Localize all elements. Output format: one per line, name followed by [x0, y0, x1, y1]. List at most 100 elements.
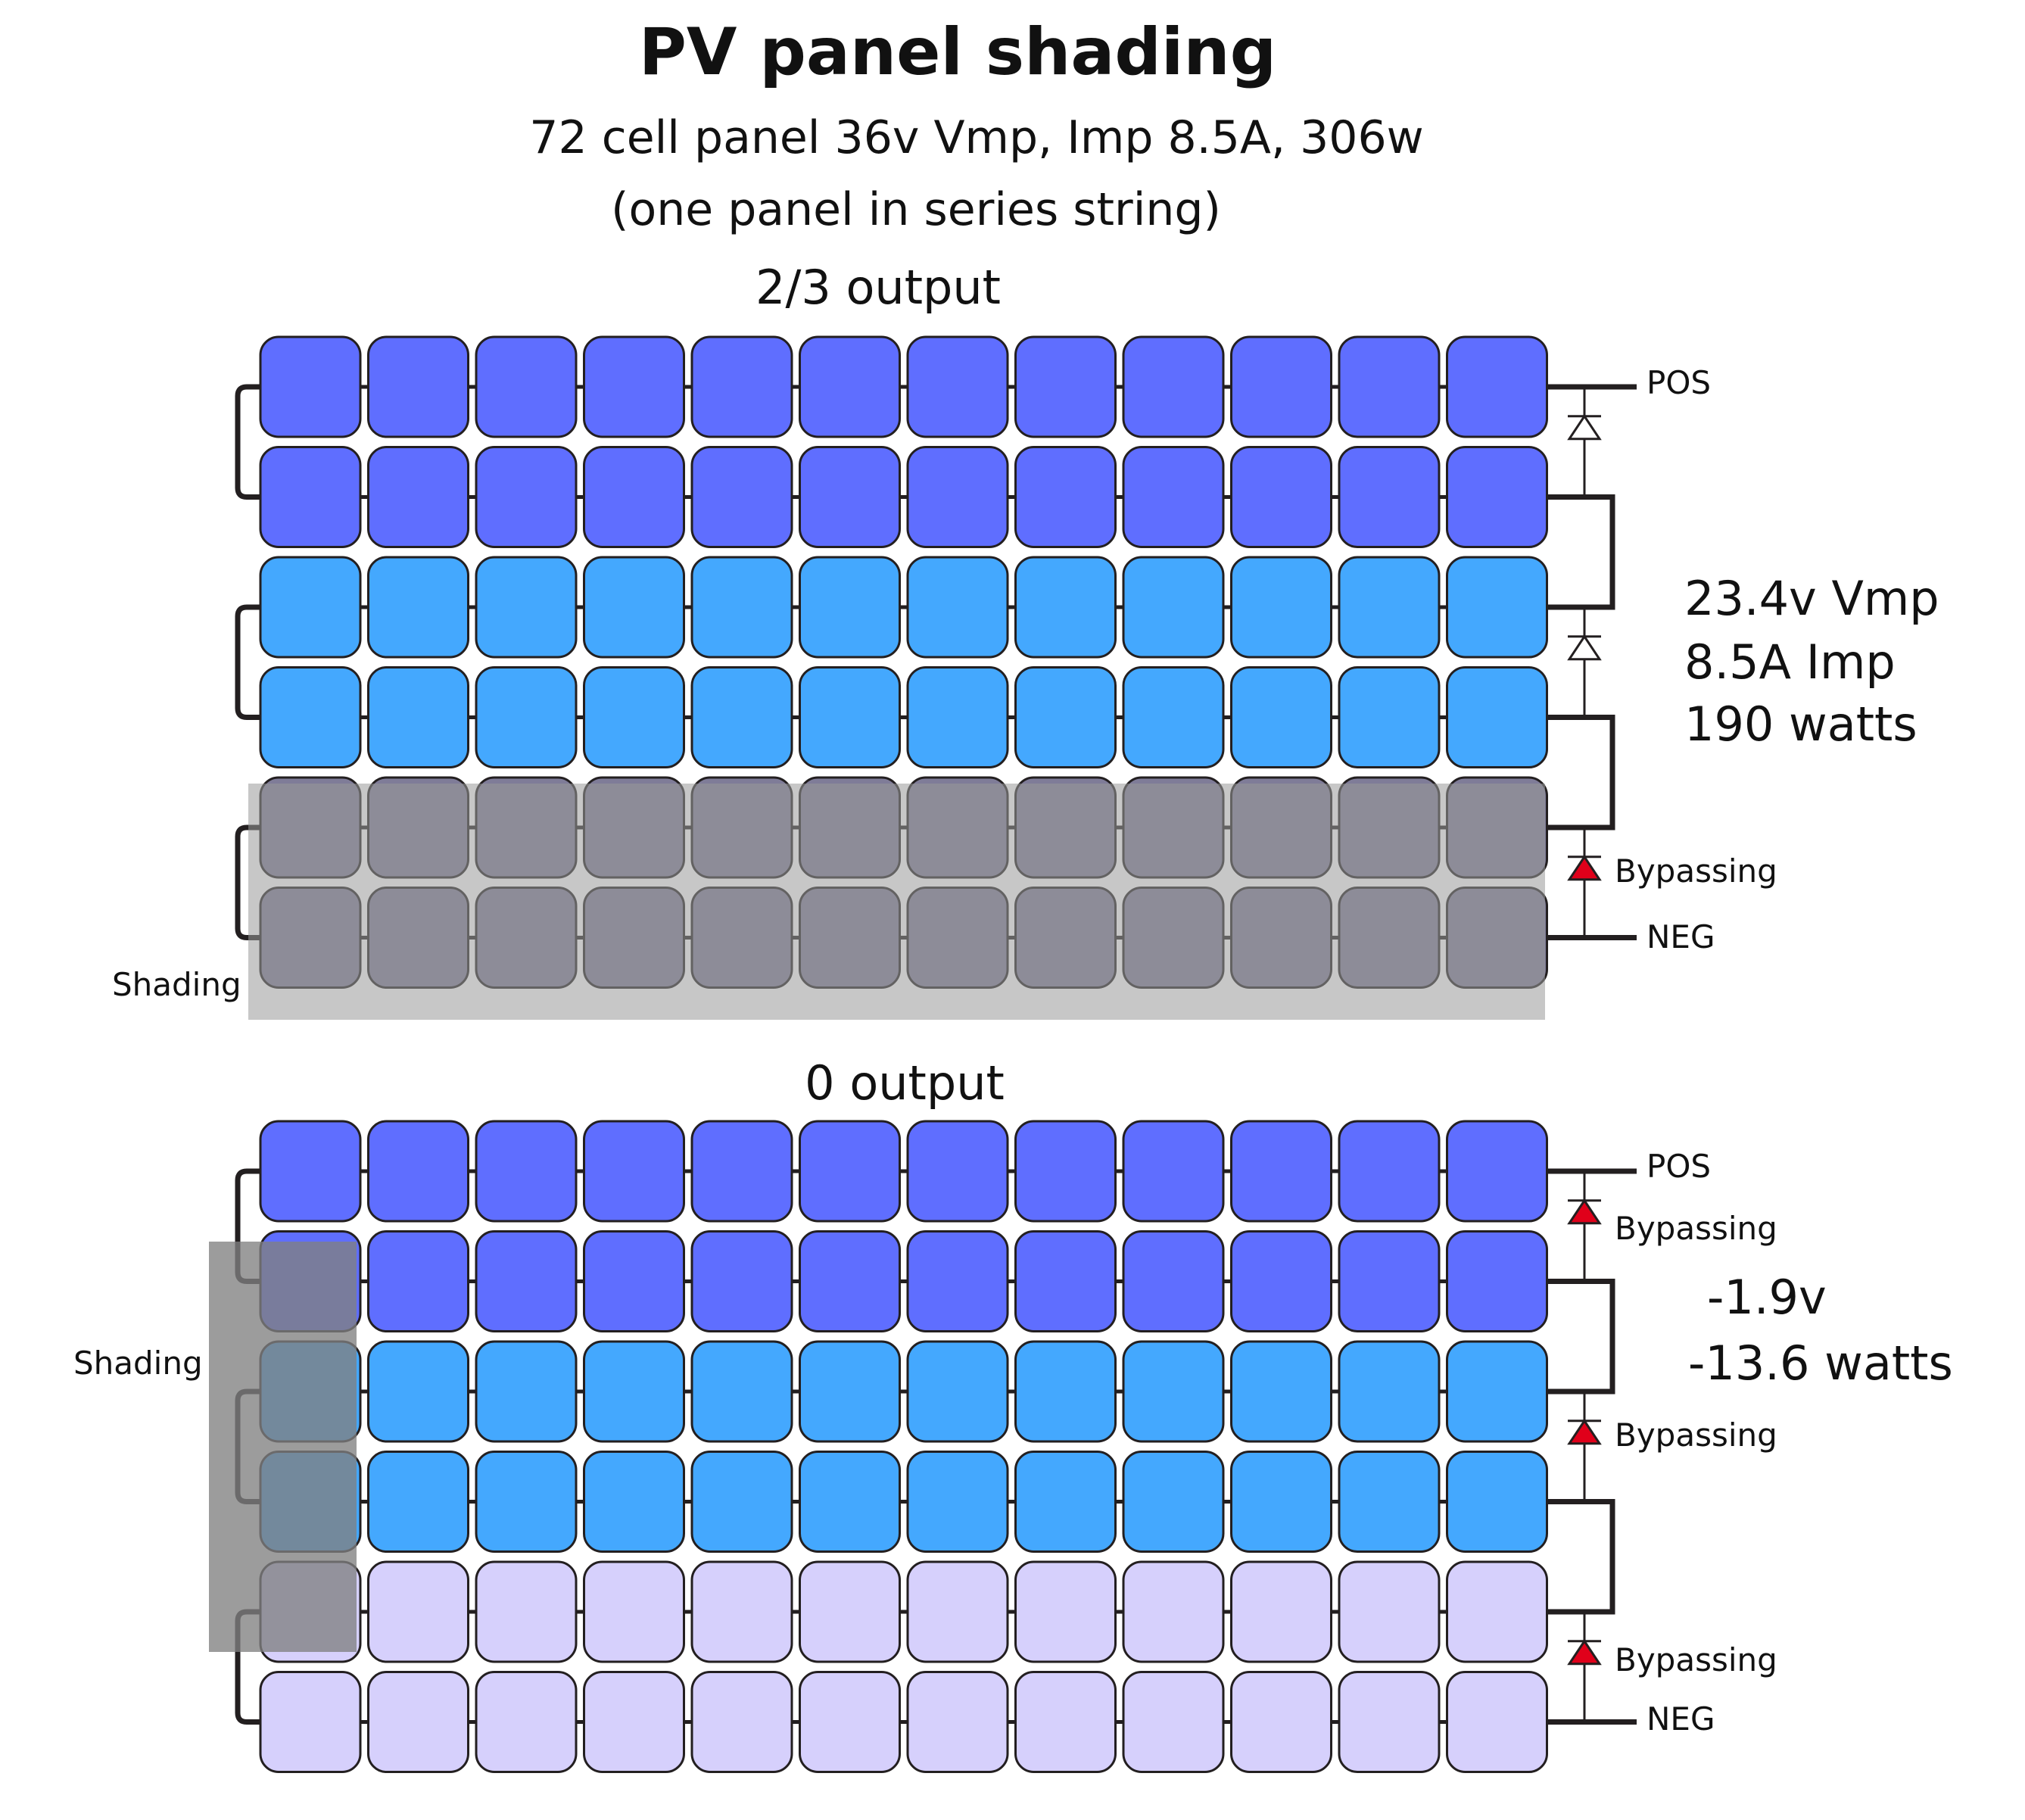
solar-cell — [475, 1120, 578, 1223]
substring-loop — [235, 604, 260, 720]
solar-cell — [367, 556, 469, 659]
solar-cell — [475, 1230, 578, 1332]
bypass-diode-active-icon — [1567, 1419, 1602, 1445]
panel-top-diodes — [1567, 387, 1602, 938]
solar-cell — [799, 1230, 901, 1332]
panel-bottom-bypass-label-2: Bypassing — [1615, 1416, 1777, 1454]
panel-bottom-diodes — [1567, 1171, 1602, 1722]
solar-cell — [1338, 1451, 1441, 1553]
page-title: PV panel shading — [639, 14, 1276, 90]
panel-bottom-shade-overlay — [209, 1242, 357, 1652]
panel-bottom-shading-label: Shading — [73, 1345, 203, 1382]
panel-top-stat-power: 190 watts — [1684, 697, 1918, 752]
solar-cell — [583, 1451, 685, 1553]
solar-cell — [583, 1230, 685, 1332]
bypass-diode-active-icon — [1567, 1198, 1602, 1225]
solar-cell — [1230, 335, 1332, 438]
panel-top-bypass-label: Bypassing — [1615, 852, 1777, 890]
solar-cell — [1122, 335, 1225, 438]
solar-cell — [690, 1120, 793, 1223]
solar-cell — [1014, 666, 1117, 768]
substring-interconnect — [1547, 494, 1615, 610]
solar-cell — [475, 335, 578, 438]
solar-cell — [1230, 666, 1332, 768]
bypass-diode-icon — [1567, 634, 1602, 661]
solar-cell — [906, 556, 1009, 659]
solar-cell — [1338, 556, 1441, 659]
panel-bottom-heading: 0 output — [805, 1055, 1005, 1111]
solar-cell — [1122, 446, 1225, 548]
solar-cell — [367, 446, 469, 548]
solar-cell — [367, 1230, 469, 1332]
solar-cell — [1014, 1451, 1117, 1553]
solar-cell — [1446, 1340, 1548, 1443]
solar-cell — [475, 1560, 578, 1663]
solar-cell — [1446, 666, 1548, 768]
solar-cell — [259, 666, 362, 768]
solar-cell — [799, 1451, 901, 1553]
bypass-diode-active-icon — [1567, 1639, 1602, 1666]
solar-cell — [799, 1671, 901, 1773]
solar-cell — [1122, 1230, 1225, 1332]
solar-cell — [690, 1230, 793, 1332]
solar-cell — [1014, 1120, 1117, 1223]
solar-cell — [367, 1560, 469, 1663]
solar-cell — [259, 556, 362, 659]
solar-cell — [475, 1451, 578, 1553]
solar-cell — [1230, 556, 1332, 659]
panel-top-pos-label: POS — [1646, 364, 1711, 401]
solar-cell — [259, 1120, 362, 1223]
solar-cell — [475, 666, 578, 768]
solar-cell — [906, 1230, 1009, 1332]
panel-top-neg-label: NEG — [1646, 918, 1715, 955]
panel-top: 2/3 output POS NEG Shading Bypassing 23.… — [112, 260, 1939, 1020]
solar-cell — [1338, 1560, 1441, 1663]
panel-top-shading-label: Shading — [112, 966, 241, 1003]
solar-cell — [367, 1120, 469, 1223]
substring-loop — [235, 824, 260, 940]
solar-cell — [690, 1451, 793, 1553]
solar-cell — [799, 1340, 901, 1443]
panel-bottom-pos-label: POS — [1646, 1148, 1711, 1185]
solar-cell — [583, 1560, 685, 1663]
solar-cell — [1014, 556, 1117, 659]
panel-top-stat-current: 8.5A Imp — [1684, 634, 1896, 690]
solar-cell — [583, 335, 685, 438]
solar-cell — [259, 446, 362, 548]
solar-cell — [1122, 666, 1225, 768]
solar-cell — [367, 1671, 469, 1773]
solar-cell — [583, 1671, 685, 1773]
solar-cell — [1446, 1560, 1548, 1663]
solar-cell — [1338, 1671, 1441, 1773]
solar-cell — [690, 335, 793, 438]
solar-cell — [1122, 556, 1225, 659]
solar-cell — [1014, 1671, 1117, 1773]
solar-cell — [690, 1671, 793, 1773]
solar-cell — [1338, 335, 1441, 438]
solar-cell — [906, 1451, 1009, 1553]
solar-cell — [1014, 1560, 1117, 1663]
solar-cell — [475, 1340, 578, 1443]
panel-bottom-bypass-label-3: Bypassing — [1615, 1641, 1777, 1678]
solar-cell — [1014, 1230, 1117, 1332]
solar-cell — [1230, 1230, 1332, 1332]
solar-cell — [1122, 1560, 1225, 1663]
solar-cell — [367, 1451, 469, 1553]
solar-cell — [799, 1120, 901, 1223]
solar-cell — [1446, 1230, 1548, 1332]
solar-cell — [1230, 1671, 1332, 1773]
solar-cell — [690, 666, 793, 768]
solar-cell — [1014, 335, 1117, 438]
solar-cell — [1446, 556, 1548, 659]
panel-bottom-stat-power: -13.6 watts — [1688, 1335, 1953, 1391]
solar-cell — [1014, 1340, 1117, 1443]
bypass-diode-icon — [1567, 414, 1602, 441]
solar-cell — [906, 666, 1009, 768]
solar-cell — [1338, 1120, 1441, 1223]
solar-cell — [1122, 1671, 1225, 1773]
solar-cell — [690, 556, 793, 659]
solar-cell — [906, 335, 1009, 438]
solar-cell — [583, 1120, 685, 1223]
solar-cell — [906, 1560, 1009, 1663]
